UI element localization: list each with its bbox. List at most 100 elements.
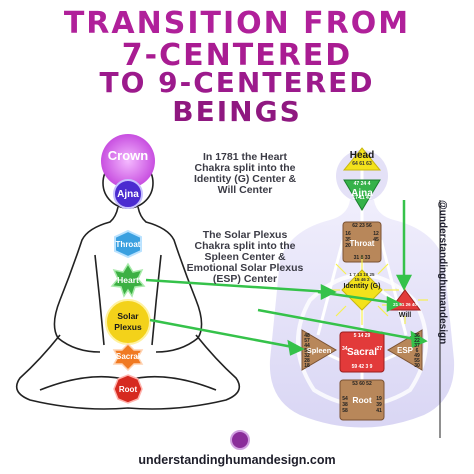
sacral-gates-sides: 34 27 bbox=[340, 346, 384, 352]
root-center-label: Root bbox=[352, 395, 372, 405]
throat-gates-bottom: 31 8 33 bbox=[343, 255, 381, 261]
root-gates-right: 19 39 41 bbox=[375, 396, 383, 414]
head-center bbox=[342, 147, 382, 171]
throat-gate-11: 33 bbox=[364, 255, 371, 261]
solar-plexus-label: Solar Plexus bbox=[114, 311, 142, 332]
ajna-gate-4: 17 bbox=[352, 195, 358, 201]
will-gate-1: 21 bbox=[393, 302, 399, 307]
heart-chakra-label: Heart bbox=[117, 275, 139, 285]
sacral-gate-2: 14 bbox=[357, 333, 364, 339]
head-gates: 64 61 63 bbox=[344, 161, 380, 167]
root-gate-5: 38 bbox=[342, 402, 348, 408]
ajna-gate-6: 43 bbox=[366, 195, 372, 201]
head-center-label: Head bbox=[349, 150, 375, 161]
throat-gate-3: 56 bbox=[366, 223, 372, 229]
throat-chakra-label: Throat bbox=[115, 240, 141, 249]
sacral-gate-5: 27 bbox=[376, 346, 382, 352]
title-line-4: BEINGS bbox=[172, 95, 302, 128]
ajna-center-label: Ajna bbox=[351, 188, 373, 199]
identity-center-label: Identity (G) bbox=[343, 283, 381, 290]
root-gate-6: 58 bbox=[342, 408, 348, 414]
website-vertical: @understandinghumandesign bbox=[437, 200, 448, 345]
head-gate-1: 64 bbox=[352, 161, 358, 167]
crown-chakra bbox=[101, 134, 155, 188]
throat-gate-9: 31 bbox=[353, 255, 360, 261]
root-gate-4: 54 bbox=[342, 396, 348, 402]
esp-gate-4: 6 bbox=[415, 348, 419, 354]
throat-gate-7: 12 bbox=[373, 231, 379, 237]
root-gate-2: 60 bbox=[359, 381, 365, 387]
sacral-chakra bbox=[112, 342, 144, 372]
crown-label: Crown bbox=[107, 148, 149, 163]
throat-gate-8: 45 bbox=[373, 237, 379, 243]
esp-gate-5: 49 bbox=[414, 353, 420, 359]
throat-gates-right: 12 45 bbox=[372, 231, 380, 243]
esp-gate-3: 37 bbox=[414, 343, 420, 349]
title-line-2: 7-CENTERED bbox=[121, 38, 353, 73]
ajna-chakra bbox=[113, 179, 143, 209]
ajna-gates-top: 47 24 4 bbox=[348, 181, 376, 187]
sacral-gates-top: 5 14 29 bbox=[340, 333, 384, 339]
spleen-gate-5: 32 bbox=[304, 353, 310, 359]
will-gate-3: 26 bbox=[405, 302, 411, 307]
spleen-gate-1: 48 bbox=[304, 333, 310, 339]
site-logo-icon bbox=[230, 430, 250, 450]
root-center bbox=[339, 379, 385, 421]
head-gate-3: 63 bbox=[366, 161, 372, 167]
ajna-gate-2: 24 bbox=[360, 181, 367, 187]
spleen-gates: 48 57 44 50 32 28 18 bbox=[302, 334, 312, 369]
sacral-gate-3: 29 bbox=[364, 333, 371, 339]
ajna-center bbox=[343, 179, 381, 211]
solar-split-note: The Solar Plexus Chakra split into the S… bbox=[186, 229, 304, 285]
title-line-3: TO 9-CENTERED bbox=[99, 66, 375, 99]
will-center-label: Will bbox=[398, 312, 412, 319]
heart-split-note: In 1781 the Heart Chakra split into the … bbox=[193, 151, 297, 196]
website-footer[interactable]: understandinghumandesign.com bbox=[138, 453, 336, 467]
ajna-gates-bottom: 17 11 43 bbox=[350, 195, 374, 201]
identity-gate-8: 2 bbox=[367, 277, 370, 282]
sacral-gate-4: 34 bbox=[342, 346, 348, 352]
root-gates-left: 54 38 58 bbox=[341, 396, 349, 414]
throat-gate-6: 20 bbox=[345, 243, 351, 249]
esp-center-label: ESP bbox=[396, 346, 413, 355]
identity-gate-7: 46 bbox=[360, 277, 366, 282]
will-gates: 21 51 26 40 bbox=[392, 302, 418, 307]
sacral-gate-7: 42 bbox=[358, 364, 365, 370]
spleen-gate-7: 18 bbox=[304, 363, 310, 369]
head-gate-2: 61 bbox=[359, 161, 365, 167]
root-gates-top: 53 60 52 bbox=[340, 381, 384, 387]
sacral-center-label: Sacral bbox=[346, 347, 378, 358]
sacral-gate-8: 3 bbox=[365, 364, 369, 370]
throat-gate-1: 62 bbox=[352, 223, 358, 229]
throat-gate-5: 35 bbox=[345, 237, 351, 243]
identity-gate-1: 1 bbox=[349, 272, 352, 277]
throat-gate-2: 23 bbox=[359, 223, 365, 229]
sacral-center bbox=[339, 331, 385, 373]
throat-gate-10: 8 bbox=[360, 255, 364, 261]
root-chakra-label: Root bbox=[118, 385, 138, 394]
heart-chakra bbox=[110, 262, 146, 298]
root-gate-3: 52 bbox=[366, 381, 372, 387]
will-gate-2: 51 bbox=[399, 302, 405, 307]
identity-gate-6: 15 bbox=[354, 277, 360, 282]
root-gate-1: 53 bbox=[352, 381, 358, 387]
identity-gate-2: 7 bbox=[353, 272, 356, 277]
identity-gates: 1 7 13 10 25 15 46 2 bbox=[347, 272, 377, 282]
root-gate-8: 39 bbox=[376, 402, 382, 408]
sacral-gate-6: 59 bbox=[351, 364, 358, 370]
sacral-gates-bottom: 59 42 3 9 bbox=[340, 364, 384, 370]
title-line-1: TRANSITION FROM bbox=[63, 6, 411, 41]
transition-arrows bbox=[145, 200, 428, 356]
esp-gate-2: 22 bbox=[414, 338, 420, 344]
sacral-chakra-label: Sacral bbox=[115, 352, 141, 361]
spleen-gate-2: 57 bbox=[304, 338, 310, 344]
throat-center-label: Throat bbox=[349, 239, 375, 248]
sacral-gate-9: 9 bbox=[369, 364, 373, 370]
spleen-gate-6: 28 bbox=[304, 358, 310, 364]
root-gate-9: 41 bbox=[376, 408, 382, 414]
ajna-gate-5: 11 bbox=[359, 195, 365, 201]
throat-gates-left: 16 35 20 bbox=[344, 231, 352, 249]
esp-gate-7: 30 bbox=[414, 363, 420, 369]
ajna-gate-3: 4 bbox=[367, 181, 371, 187]
